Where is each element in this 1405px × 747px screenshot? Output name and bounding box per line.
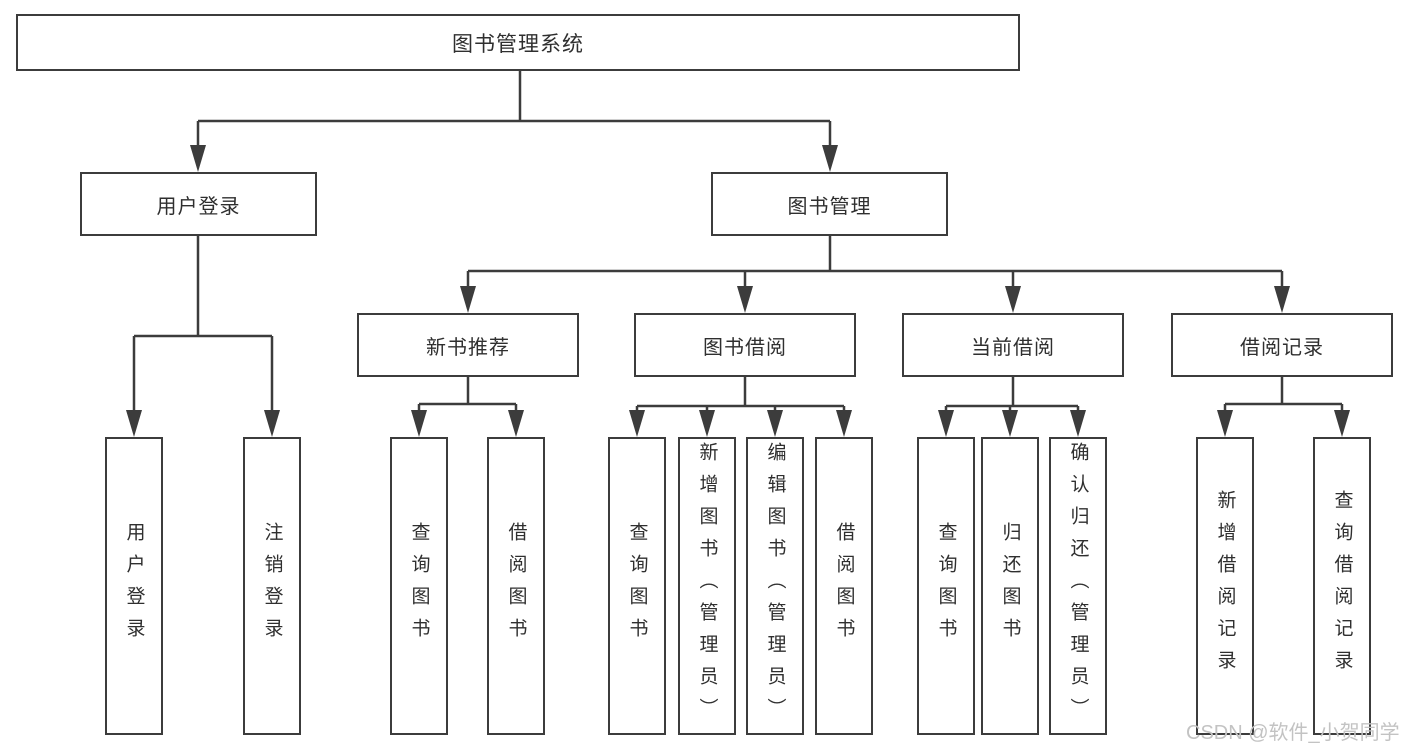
leaf-user-login: 用户登录 [105, 437, 163, 735]
leaf-label: 查询图书 [626, 522, 648, 650]
leaf-query-borrow-record: 查询借阅记录 [1313, 437, 1371, 735]
leaf-logout: 注销登录 [243, 437, 301, 735]
node-current-borrowing: 当前借阅 [902, 313, 1124, 377]
node-user-login: 用户登录 [80, 172, 317, 236]
node-new-book-recommend: 新书推荐 [357, 313, 579, 377]
leaf-label: 借阅图书 [833, 522, 855, 650]
leaf-confirm-return-admin: 确认归还（管理员） [1049, 437, 1107, 735]
leaf-add-book-admin: 新增图书（管理员） [678, 437, 736, 735]
leaf-label: 用户登录 [123, 522, 145, 650]
leaf-label: 查询图书 [408, 522, 430, 650]
leaf-label: 借阅图书 [505, 522, 527, 650]
leaf-label: 确认归还（管理员） [1067, 442, 1089, 730]
node-borrow-records: 借阅记录 [1171, 313, 1393, 377]
leaf-label: 归还图书 [999, 522, 1021, 650]
leaf-label: 新增图书（管理员） [696, 442, 718, 730]
leaf-return-book: 归还图书 [981, 437, 1039, 735]
node-book-borrowing: 图书借阅 [634, 313, 856, 377]
leaf-query-books-current: 查询图书 [917, 437, 975, 735]
leaf-label: 查询图书 [935, 522, 957, 650]
leaf-borrow-books: 借阅图书 [815, 437, 873, 735]
node-book-management: 图书管理 [711, 172, 948, 236]
leaf-label: 新增借阅记录 [1214, 490, 1236, 682]
leaf-add-borrow-record: 新增借阅记录 [1196, 437, 1254, 735]
leaf-query-books-borrowing: 查询图书 [608, 437, 666, 735]
node-root-library-system: 图书管理系统 [16, 14, 1020, 71]
leaf-label: 编辑图书（管理员） [764, 442, 786, 730]
leaf-label: 注销登录 [261, 522, 283, 650]
leaf-query-books-recommend: 查询图书 [390, 437, 448, 735]
csdn-watermark: CSDN @软件_小贺同学 [1186, 722, 1400, 744]
leaf-edit-book-admin: 编辑图书（管理员） [746, 437, 804, 735]
leaf-label: 查询借阅记录 [1331, 490, 1353, 682]
leaf-borrow-books-recommend: 借阅图书 [487, 437, 545, 735]
